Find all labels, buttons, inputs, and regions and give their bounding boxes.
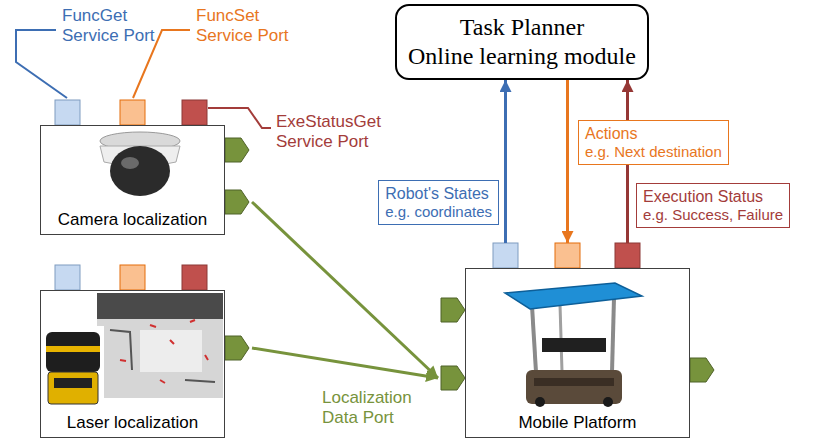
callout-example: e.g. Success, Failure <box>643 206 783 224</box>
exestatusget-port <box>615 243 640 268</box>
map-image <box>97 293 223 398</box>
map-marks <box>120 320 208 383</box>
funcget-port <box>55 100 80 125</box>
data-port <box>690 358 714 382</box>
laser-illustration <box>42 293 223 408</box>
data-port <box>225 138 249 162</box>
robot-wheel <box>603 397 613 407</box>
label-holder: ExeStatusGet Service Port <box>276 112 392 153</box>
status-callout: Execution Statuse.g. Success, Failure <box>636 183 790 228</box>
component-name: Camera localization <box>58 210 207 230</box>
camera-dome <box>110 146 170 196</box>
exestatusget-port <box>182 100 207 125</box>
action-callout: Actionse.g. Next destination <box>578 120 729 165</box>
data-port <box>441 366 465 390</box>
port-label: FuncGet Service Port <box>62 6 162 47</box>
component-name: Mobile Platform <box>518 413 636 433</box>
scanner-base <box>48 372 98 404</box>
data-port <box>225 190 249 214</box>
funcset-port <box>120 265 145 290</box>
scanner-ground <box>42 326 104 408</box>
port-label: ExeStatusGet Service Port <box>276 112 392 153</box>
data-arrow <box>252 348 438 378</box>
robot-wheel <box>535 397 545 407</box>
callout-heading: Robot's States <box>385 184 489 203</box>
camera-highlight <box>121 157 139 169</box>
robot-post <box>532 306 536 372</box>
callout-example: e.g. coordinates <box>385 203 492 221</box>
robot-post <box>612 298 614 372</box>
callout-heading: Execution Status <box>643 187 763 206</box>
label-holder: FuncSet Service Port <box>196 6 296 47</box>
scanner-window <box>54 378 92 388</box>
planner-subtitle: Online learning module <box>408 42 636 71</box>
state-arrow <box>504 80 507 243</box>
component-box: Laser localization <box>40 290 225 438</box>
state-callout: Robot's Statese.g. coordinates <box>378 180 499 225</box>
callout-heading: Actions <box>585 124 637 143</box>
task-planner-box: Task PlannerOnline learning module <box>395 4 649 80</box>
leader-line <box>16 30 67 98</box>
action-arrow <box>566 80 569 243</box>
funcset-port <box>555 243 580 268</box>
planner-title: Task Planner <box>460 13 584 42</box>
data-port <box>225 336 249 360</box>
exestatusget-port <box>182 265 207 290</box>
scanner-head <box>46 332 100 372</box>
funcget-port <box>55 265 80 290</box>
funcget-port <box>493 243 518 268</box>
scanner-stripe <box>46 346 100 352</box>
component-name: Laser localization <box>67 413 198 433</box>
robot-shelf <box>542 338 606 352</box>
label-holder: FuncGet Service Port <box>62 6 162 47</box>
label-holder: Localization Data Port <box>322 388 430 429</box>
map-walls <box>110 330 215 382</box>
port-label: FuncSet Service Port <box>196 6 296 47</box>
data-arrow <box>252 202 438 378</box>
component-box: Camera localization <box>40 125 225 235</box>
robot-illustration <box>505 283 642 407</box>
component-box: Mobile Platform <box>465 268 690 438</box>
robot-base <box>534 378 614 386</box>
robot-tabletop <box>505 283 642 309</box>
port-label: Localization Data Port <box>322 388 430 429</box>
funcset-port <box>120 100 145 125</box>
camera-illustration <box>100 132 180 196</box>
map-image <box>97 293 223 319</box>
map-image <box>140 330 202 372</box>
callout-example: e.g. Next destination <box>585 143 722 161</box>
data-port <box>441 298 465 322</box>
